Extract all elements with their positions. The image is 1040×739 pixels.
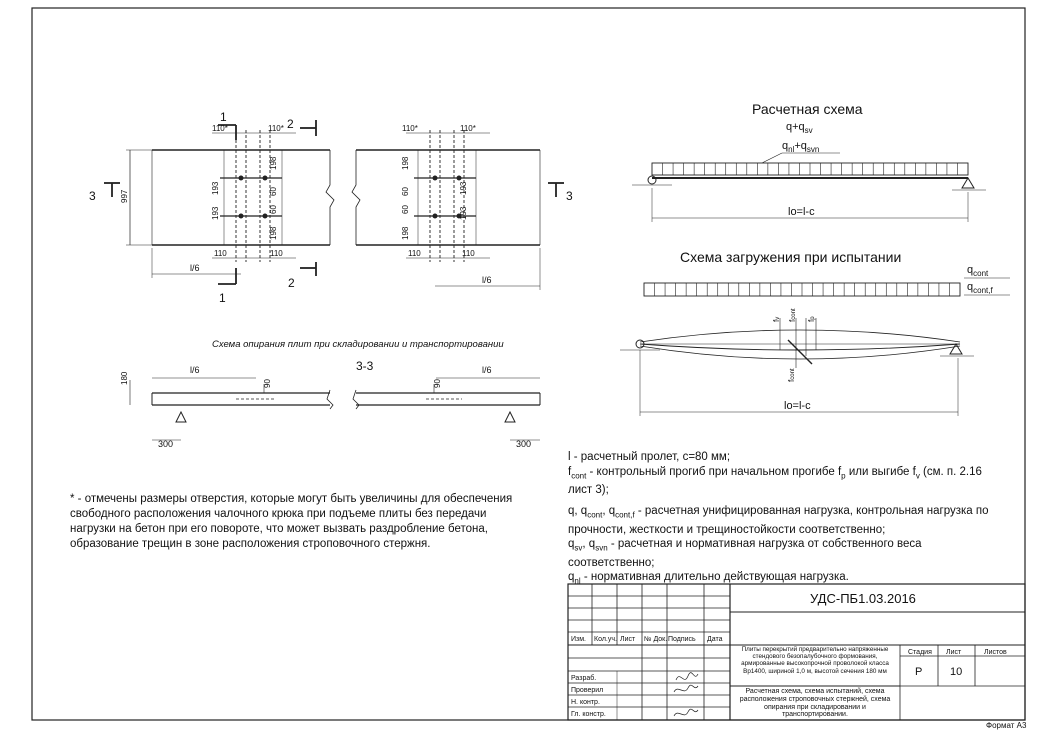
span-l6-33-left: l/6 bbox=[190, 365, 200, 375]
dim-60-d: 60 bbox=[401, 205, 410, 214]
tb-role-check: Проверил bbox=[571, 687, 603, 694]
tb-role-ncontr: Н. контр. bbox=[571, 699, 600, 706]
span-l6-plan-right: l/6 bbox=[482, 275, 492, 285]
section-2-bottom: 2 bbox=[288, 276, 295, 290]
dim-193-d: 193 bbox=[459, 206, 468, 220]
section-2-top: 2 bbox=[287, 117, 294, 131]
span-l6-plan-left: l/6 bbox=[190, 263, 200, 273]
dim-110-top-3: 110* bbox=[402, 124, 418, 133]
dim-60-a: 60 bbox=[269, 187, 278, 196]
tb-role-dev: Разраб. bbox=[571, 674, 596, 682]
dim-180: 180 bbox=[120, 371, 129, 385]
tb-header-sign: Подпись bbox=[668, 636, 696, 643]
dim-90-left: 90 bbox=[263, 379, 272, 388]
section-3-right: 3 bbox=[566, 189, 573, 203]
span-lo-2: lo=l-c bbox=[784, 400, 811, 412]
defl-fcont-bottom: fcont bbox=[787, 368, 796, 382]
dim-193-b: 193 bbox=[211, 206, 220, 220]
legend-line-fcont: fcont - контрольный прогиб при начальном… bbox=[568, 465, 982, 497]
dim-110-top-2: 110* bbox=[268, 124, 284, 133]
tb-header-kolu: Кол.уч. bbox=[594, 636, 617, 643]
load-qcontf: qcont,f bbox=[967, 281, 993, 295]
dim-90-right: 90 bbox=[433, 379, 442, 388]
dim-300-right: 300 bbox=[516, 439, 531, 449]
span-l6-33-right: l/6 bbox=[482, 365, 492, 375]
dim-198-d: 198 bbox=[401, 226, 410, 240]
test-scheme-title: Схема загружения при испытании bbox=[680, 249, 901, 265]
dim-997: 997 bbox=[120, 189, 129, 203]
tb-description: Плиты перекрытий предварительно напряжен… bbox=[741, 646, 889, 675]
load-qnl-qsvn: qnl+qsvn bbox=[782, 140, 819, 154]
tb-role-chief: Гл. констр. bbox=[571, 711, 606, 718]
dim-110-bot-2: 110 bbox=[270, 249, 283, 258]
test-scheme bbox=[620, 277, 1010, 416]
legend-line-qnl: qnl - нормативная длительно действующая … bbox=[568, 571, 849, 586]
tb-header-doc: № Док. bbox=[644, 636, 667, 643]
section-3-left: 3 bbox=[89, 189, 96, 203]
dim-110-top-4: 110* bbox=[460, 124, 476, 133]
section-1-bottom: 1 bbox=[219, 291, 226, 305]
span-lo-1: lo=l-c bbox=[788, 206, 815, 218]
dim-300-left: 300 bbox=[158, 439, 173, 449]
holes-note: * - отмечены размеры отверстия, которые … bbox=[70, 493, 513, 550]
load-qcont: qcont bbox=[967, 264, 989, 278]
legend-line-q: q, qcont, qcont,f - расчетная унифициров… bbox=[568, 504, 989, 536]
defl-fcont-top: fcont bbox=[788, 308, 797, 322]
doc-code: УДС-ПБ1.03.2016 bbox=[810, 591, 916, 606]
section-1-top: 1 bbox=[220, 110, 227, 124]
dim-60-b: 60 bbox=[269, 205, 278, 214]
tb-header-date: Дата bbox=[707, 636, 723, 643]
design-scheme bbox=[632, 152, 986, 222]
format-label: Формат А3 bbox=[986, 721, 1027, 730]
tb-sheet: 10 bbox=[950, 666, 962, 678]
legend-line-l: l - расчетный пролет, c=80 мм; bbox=[568, 451, 731, 463]
dim-110-bot-3: 110 bbox=[408, 249, 421, 258]
title-block bbox=[567, 583, 1026, 721]
dim-198-b: 198 bbox=[269, 226, 278, 240]
tb-sheet-title: Расчетная схема, схема испытаний, схема … bbox=[739, 688, 891, 719]
dim-193-a: 193 bbox=[211, 181, 220, 195]
tb-sheets-label: Листов bbox=[984, 649, 1007, 656]
section-3-3-view bbox=[129, 377, 541, 441]
dim-60-c: 60 bbox=[401, 187, 410, 196]
defl-fv: fv bbox=[772, 317, 781, 322]
section-3-3-label: 3-3 bbox=[356, 359, 374, 373]
legend: l - расчетный пролет, c=80 мм; fcont - к… bbox=[568, 450, 1008, 589]
sheet-frame bbox=[31, 7, 1026, 721]
plan-view bbox=[104, 120, 564, 290]
design-scheme-title: Расчетная схема bbox=[752, 101, 863, 117]
dim-110-top-1: 110* bbox=[212, 124, 228, 133]
dim-198-a: 198 bbox=[269, 156, 278, 170]
load-q-qsv: q+qsv bbox=[786, 121, 813, 135]
dim-110-bot-4: 110 bbox=[462, 249, 475, 258]
tb-stage-label: Стадия bbox=[908, 649, 932, 656]
legend-line-qsv: qsv, qsvn - расчетная и нормативная нагр… bbox=[568, 538, 922, 569]
storage-caption: Схема опирания плит при складировании и … bbox=[212, 339, 504, 350]
tb-header-list: Лист bbox=[620, 636, 636, 643]
tb-header-izm: Изм. bbox=[571, 636, 586, 643]
tb-sheet-label: Лист bbox=[946, 649, 962, 656]
dim-193-c: 193 bbox=[459, 181, 468, 195]
dim-110-bot-1: 110 bbox=[214, 249, 227, 258]
defl-fp: fp bbox=[807, 316, 816, 322]
tb-stage: Р bbox=[915, 666, 922, 678]
dim-198-c: 198 bbox=[401, 156, 410, 170]
